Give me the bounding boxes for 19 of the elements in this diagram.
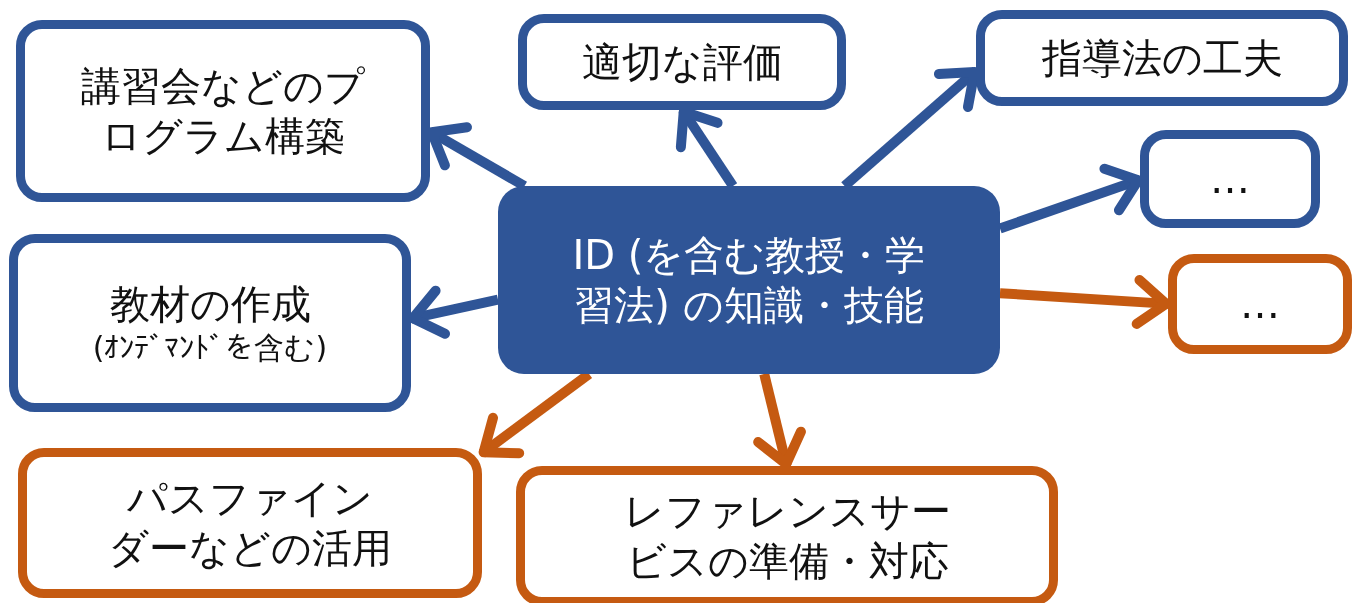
- topic-box: [18, 448, 482, 598]
- box-label: レファレンスサービスの準備・対応: [622, 487, 952, 586]
- box-label: 講習会などのプログラム構築: [80, 62, 366, 161]
- topic-box: [518, 14, 846, 110]
- box-subtitle: (ｵﾝﾃﾞﾏﾝﾄﾞを含む): [92, 329, 328, 367]
- box-label: ID (を含む教授・学習法) の知識・技能: [571, 231, 927, 330]
- topic-box: [1140, 130, 1320, 228]
- topic-box: [516, 466, 1058, 603]
- topic-box: [1168, 254, 1352, 354]
- topic-box: [976, 10, 1348, 106]
- topic-box: [9, 234, 411, 412]
- box-label: 教材の作成: [109, 280, 311, 330]
- box-label: パスファインダーなどの活用: [107, 474, 393, 573]
- box-label: 適切な評価: [581, 38, 783, 87]
- box-label: …: [1240, 280, 1280, 329]
- topic-box: [16, 20, 430, 202]
- box-label: …: [1210, 155, 1250, 204]
- central-box: [498, 186, 1000, 374]
- box-label: 指導法の工夫: [1041, 34, 1283, 83]
